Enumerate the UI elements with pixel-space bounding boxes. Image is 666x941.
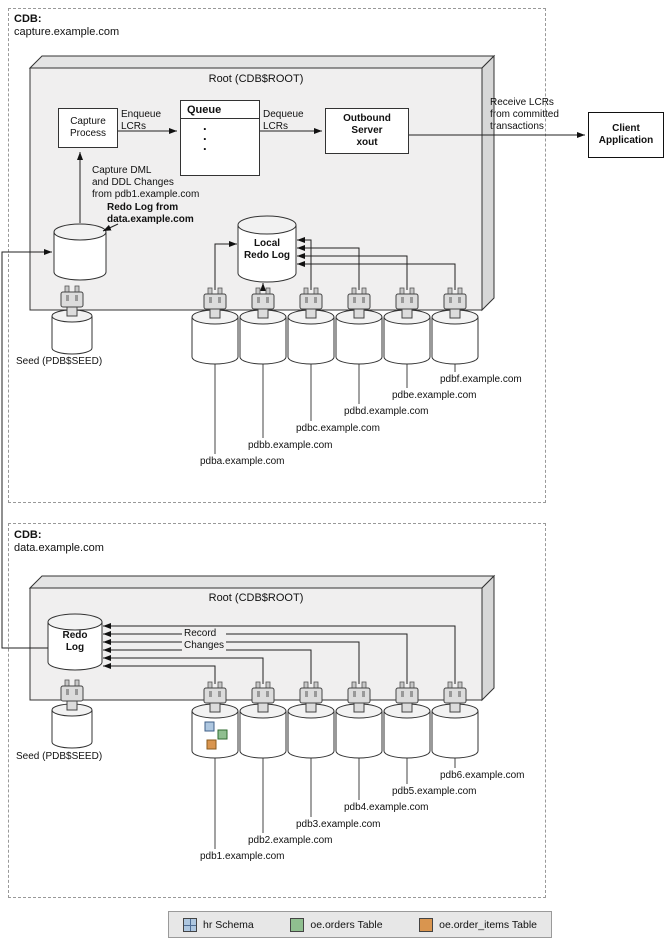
oe-orders-square — [217, 729, 228, 740]
pdb2-label: pdb2.example.com — [248, 835, 333, 846]
outbound-server-box: Outbound Server xout — [325, 108, 409, 154]
capture-dml-note: Capture DML and DDL Changes from pdb1.ex… — [92, 165, 200, 200]
cdb-capture-label: CDB: — [14, 13, 42, 25]
cdb-capture-boundary — [8, 8, 546, 503]
pdb1-objects — [204, 721, 228, 750]
connector-arrows — [1, 128, 585, 684]
legend-label: oe.order_items Table — [439, 918, 537, 931]
record-changes-label: Record Changes — [182, 628, 227, 652]
redo-from-data-label: Redo Log from data.example.com — [107, 202, 194, 225]
cdb-data-name: data.example.com — [14, 542, 104, 554]
arrow-pdbf-redo — [297, 261, 456, 290]
arrow-pdba-redo — [214, 241, 237, 290]
cross-cdb-redo-link — [1, 249, 52, 649]
legend-item-oe-orders: oe.orders Table — [290, 917, 383, 932]
legend-item-hr-schema: hr Schema — [183, 917, 254, 932]
oe-order-items-square — [206, 739, 217, 750]
pdb6-label: pdb6.example.com — [440, 770, 525, 781]
oe-order-items-swatch-icon — [419, 917, 434, 932]
hr-schema-swatch-icon — [183, 917, 197, 932]
pdb5-label: pdb5.example.com — [392, 786, 477, 797]
client-application-box: Client Application — [588, 112, 664, 158]
label-leader-lines — [214, 364, 456, 849]
queue-box: Queue . . . — [180, 100, 260, 176]
pdbb-label: pdbb.example.com — [248, 440, 333, 451]
queue-title: Queue — [181, 101, 259, 119]
cdb-data-boundary — [8, 523, 546, 898]
cdb-data-label: CDB: — [14, 529, 42, 541]
arrow-pdb1-redo — [103, 663, 216, 684]
cdb-capture-name: capture.example.com — [14, 26, 120, 38]
legend: hr Schema oe.orders Table oe.order_items… — [168, 911, 552, 938]
seed-label-top: Seed (PDB$SEED) — [16, 356, 103, 367]
seed-cylinder-top — [51, 309, 93, 355]
legend-label: oe.orders Table — [310, 918, 383, 931]
root-capture-title: Root (CDB$ROOT) — [208, 73, 304, 85]
seed-cylinder-bottom — [51, 703, 93, 749]
local-redo-log-label: Local Redo Log — [243, 238, 291, 261]
queue-dots: . . . — [203, 118, 207, 153]
legend-label: hr Schema — [203, 918, 254, 931]
redo-from-data-cylinder — [53, 223, 107, 281]
enqueue-lcrs-label: Enqueue LCRs — [121, 109, 162, 132]
root-data-title: Root (CDB$ROOT) — [208, 592, 304, 604]
pdbe-label: pdbe.example.com — [392, 390, 477, 401]
oe-orders-swatch-icon — [290, 917, 305, 932]
pdbf-label: pdbf.example.com — [440, 374, 522, 385]
pdbd-label: pdbd.example.com — [344, 406, 429, 417]
arrow-pdbc-redo — [297, 237, 312, 290]
redo-log-label: Redo Log — [62, 630, 88, 653]
hr-schema-square — [204, 721, 215, 732]
arrow-pdb2-redo — [103, 655, 264, 684]
arrow-pdb3-redo — [103, 647, 312, 684]
seed-label-bottom: Seed (PDB$SEED) — [16, 751, 103, 762]
legend-item-oe-order-items: oe.order_items Table — [419, 917, 537, 932]
pdb4-label: pdb4.example.com — [344, 802, 429, 813]
redo-log-cylinder — [47, 613, 103, 671]
capture-process-box: Capture Process — [58, 108, 118, 148]
receive-lcrs-label: Receive LCRs from committed transactions — [490, 97, 559, 132]
pdba-label: pdba.example.com — [200, 456, 285, 467]
pdbc-label: pdbc.example.com — [296, 423, 380, 434]
local-redo-log-cylinder — [237, 215, 297, 283]
arrow-pdbe-redo — [297, 253, 408, 290]
dequeue-lcrs-label: Dequeue LCRs — [263, 109, 304, 132]
arrow-pdb6-redo — [103, 623, 456, 684]
arrow-pdbd-redo — [297, 245, 360, 290]
pdb1-label: pdb1.example.com — [200, 851, 285, 862]
arrow-annotation-redo — [102, 223, 119, 232]
pdb3-label: pdb3.example.com — [296, 819, 381, 830]
